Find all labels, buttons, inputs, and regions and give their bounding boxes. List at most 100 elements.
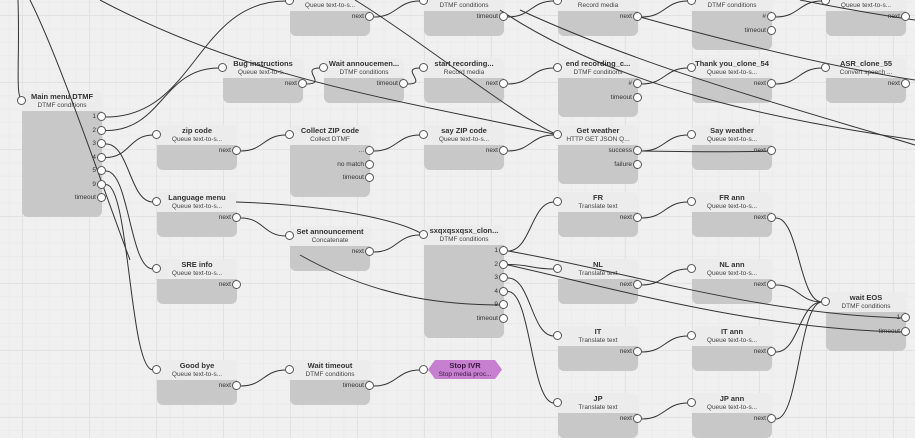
output-port-icon[interactable] [901,313,911,323]
output-port-icon[interactable] [232,146,242,156]
output-port-icon[interactable] [499,79,509,89]
output-port-icon[interactable] [633,213,643,223]
output-port-icon[interactable] [633,12,643,22]
output-port-icon[interactable] [97,152,107,162]
node-top5[interactable]: Queue text-to-s...next [826,0,906,36]
node-header[interactable]: start recording...Record media [424,58,504,78]
node-header[interactable]: Record media [558,0,638,11]
node-header[interactable]: Queue text-to-s... [826,0,906,11]
output-port-icon[interactable] [97,166,107,176]
output-port-icon[interactable] [767,280,777,290]
node-header[interactable]: end recording_c...DTMF conditions [558,58,638,78]
output-port-icon[interactable] [767,347,777,357]
output-port-icon[interactable] [298,79,308,89]
output-port-icon[interactable] [633,280,643,290]
output-port-icon[interactable] [767,79,777,89]
output-port-icon[interactable] [499,12,509,22]
output-port-icon[interactable] [499,313,509,323]
node-header[interactable]: DTMF conditions [424,0,504,11]
output-port-icon[interactable] [767,146,777,156]
output-port-icon[interactable] [499,246,509,256]
output-port-icon[interactable] [901,326,911,336]
output-port-icon[interactable] [232,213,242,223]
output-port-icon[interactable] [365,173,375,183]
output-port-icon[interactable] [499,273,509,283]
output-port-icon[interactable] [633,414,643,424]
input-port-icon[interactable] [419,365,429,375]
output-port-icon[interactable] [97,112,107,122]
output-port-icon[interactable] [365,159,375,169]
node-header[interactable]: DTMF conditions [692,0,772,11]
output-port-icon[interactable] [365,247,375,257]
output-port-icon[interactable] [633,159,643,169]
output-port-icon[interactable] [633,92,643,102]
output-port-icon[interactable] [901,79,911,89]
output-port-icon[interactable] [901,12,911,22]
output-port-icon[interactable] [97,125,107,135]
output-port-icon[interactable] [767,213,777,223]
output-port-icon[interactable] [499,286,509,296]
output-port-icon[interactable] [633,146,643,156]
node-top4[interactable]: DTMF conditions#timeout [692,0,772,50]
output-port-icon[interactable] [633,347,643,357]
output-port-icon[interactable] [399,79,409,89]
output-port-icon[interactable] [365,12,375,22]
output-port-icon[interactable] [767,25,777,35]
output-port-icon[interactable] [365,381,375,391]
output-port-icon[interactable] [97,193,107,203]
output-port-icon[interactable] [499,259,509,269]
output-port-icon[interactable] [97,179,107,189]
output-port-icon[interactable] [767,12,777,22]
output-port-icon[interactable] [499,300,509,310]
output-port-icon[interactable] [633,79,643,89]
output-port-icon[interactable] [499,146,509,156]
output-port-icon[interactable] [97,139,107,149]
node-top1[interactable]: Queue text-to-s...next [290,0,370,36]
node-header[interactable]: Queue text-to-s... [290,0,370,11]
